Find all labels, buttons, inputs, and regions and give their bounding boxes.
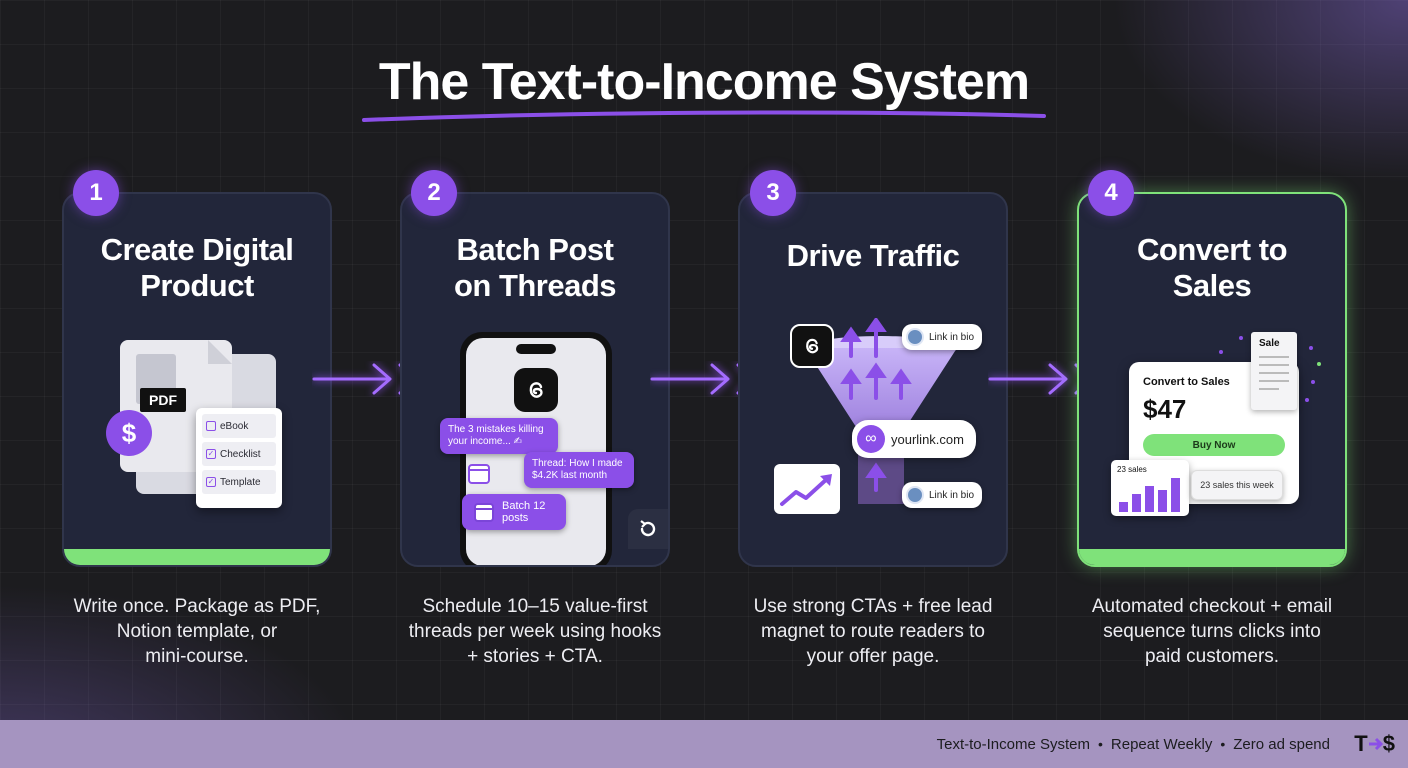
card-accent-bar — [1079, 549, 1345, 565]
profile-chip: Link in bio — [902, 482, 983, 508]
list-item-label: Template — [220, 476, 261, 488]
card-accent-bar — [64, 549, 330, 565]
step-title: Batch Post on Threads — [402, 232, 668, 304]
buy-now-button: Buy Now — [1143, 434, 1285, 456]
step-title: Drive Traffic — [740, 238, 1006, 274]
description-line: your offer page. — [806, 646, 940, 667]
threads-icon — [790, 324, 834, 368]
avatar — [906, 486, 924, 504]
description-line: magnet to route readers to — [761, 621, 985, 642]
description-line: sequence turns clicks into — [1103, 621, 1321, 642]
footer-item: Text-to-Income System — [936, 735, 1090, 753]
description-line: Schedule 10–15 value-first — [422, 596, 648, 617]
receipt-icon: Sale — [1251, 332, 1297, 410]
description-line: Write once. Package as PDF, — [73, 596, 321, 617]
step-card-2: Batch Post on Threads The 3 mistakes kil… — [400, 192, 670, 567]
step-title-line: Drive Traffic — [786, 238, 960, 273]
dollar-icon: $ — [106, 410, 152, 456]
link-chip: ∞ yourlink.com — [852, 420, 976, 458]
step-description-2: Schedule 10–15 value-first threads per w… — [390, 594, 680, 669]
step-description-3: Use strong CTAs + free lead magnet to ro… — [728, 594, 1018, 669]
step-card-1: Create Digital Product PDF $ eBook ✓ Che… — [62, 192, 332, 567]
footer-item: Repeat Weekly — [1110, 735, 1213, 753]
calendar-icon — [206, 421, 216, 431]
step-badge-3: 3 — [750, 170, 796, 216]
list-item: ✓ Checklist — [202, 442, 276, 466]
step-title-line: Create Digital — [100, 232, 294, 267]
footer-separator: • — [1220, 736, 1226, 752]
list-item: eBook — [202, 414, 276, 438]
checkbox-icon: ✓ — [206, 477, 216, 487]
growth-chart-icon — [774, 464, 840, 514]
step-title-line: Product — [140, 268, 254, 303]
logo-letter: T — [1354, 731, 1367, 756]
step-title-line: Batch Post — [456, 232, 614, 267]
calendar-icon — [474, 503, 494, 522]
pdf-label: PDF — [140, 388, 186, 412]
sales-stat: 23 sales this week — [1191, 470, 1283, 500]
refresh-icon — [628, 509, 668, 549]
threads-icon — [514, 368, 558, 412]
sales-chart-card: 23 sales — [1111, 460, 1189, 516]
profile-chip: Link in bio — [902, 324, 983, 350]
footer-tagline: Text-to-Income System • Repeat Weekly • … — [937, 720, 1330, 768]
step-title-line: on Threads — [453, 268, 617, 303]
checkbox-icon: ✓ — [206, 449, 216, 459]
step-description-4: Automated checkout + email sequence turn… — [1067, 594, 1357, 669]
chip-label: Link in bio — [929, 331, 975, 343]
logo-dollar: $ — [1382, 731, 1395, 756]
description-line: + stories + CTA. — [467, 646, 603, 667]
step-title: Convert to Sales — [1079, 232, 1345, 304]
brand-logo: T $ — [1354, 728, 1395, 760]
link-label: yourlink.com — [891, 431, 964, 447]
title-underline — [362, 110, 1046, 122]
description-line: mini-course. — [145, 646, 249, 667]
list-item: ✓ Template — [202, 470, 276, 494]
step-badge-1: 1 — [73, 170, 119, 216]
step-title-line: Sales — [1172, 268, 1252, 303]
chip-label: Link in bio — [929, 489, 975, 501]
step-description-1: Write once. Package as PDF, Notion templ… — [52, 594, 342, 669]
logo-arrow-icon — [1368, 737, 1383, 751]
chart-label: 23 sales — [1117, 465, 1147, 474]
step-card-3: Drive Traffic Link in bio ∞ yourlink.com — [738, 192, 1008, 567]
step-title-line: Convert to — [1137, 232, 1288, 267]
receipt-title: Sale — [1259, 338, 1280, 349]
description-line: Notion template, or — [116, 621, 278, 642]
post-bubble: The 3 mistakes killing your income... ✍ — [440, 418, 558, 454]
post-bubble: Thread: How I made $4.2K last month — [524, 452, 634, 488]
price: $47 — [1143, 394, 1187, 424]
step-title: Create Digital Product — [64, 232, 330, 304]
calendar-icon — [468, 464, 490, 484]
description-line: Use strong CTAs + free lead — [753, 596, 993, 617]
step-card-4: Convert to Sales Convert to Sales $47 Bu… — [1077, 192, 1347, 567]
step-badge-2: 2 — [411, 170, 457, 216]
link-icon: ∞ — [857, 425, 885, 453]
footer-item: Zero ad spend — [1233, 735, 1330, 753]
description-line: Automated checkout + email — [1091, 596, 1333, 617]
footer-separator: • — [1098, 736, 1103, 752]
description-line: paid customers. — [1144, 646, 1280, 667]
description-line: threads per week using hooks — [408, 621, 662, 642]
avatar — [906, 328, 924, 346]
page-title: The Text-to-Income System — [378, 53, 1030, 111]
footer-bar: Text-to-Income System • Repeat Weekly • … — [0, 720, 1408, 768]
step-badge-4: 4 — [1088, 170, 1134, 216]
list-item-label: Checklist — [220, 448, 261, 460]
product-type-list: eBook ✓ Checklist ✓ Template — [196, 408, 282, 508]
list-item-label: eBook — [220, 420, 249, 432]
checkout-label: Convert to Sales — [1143, 376, 1230, 388]
